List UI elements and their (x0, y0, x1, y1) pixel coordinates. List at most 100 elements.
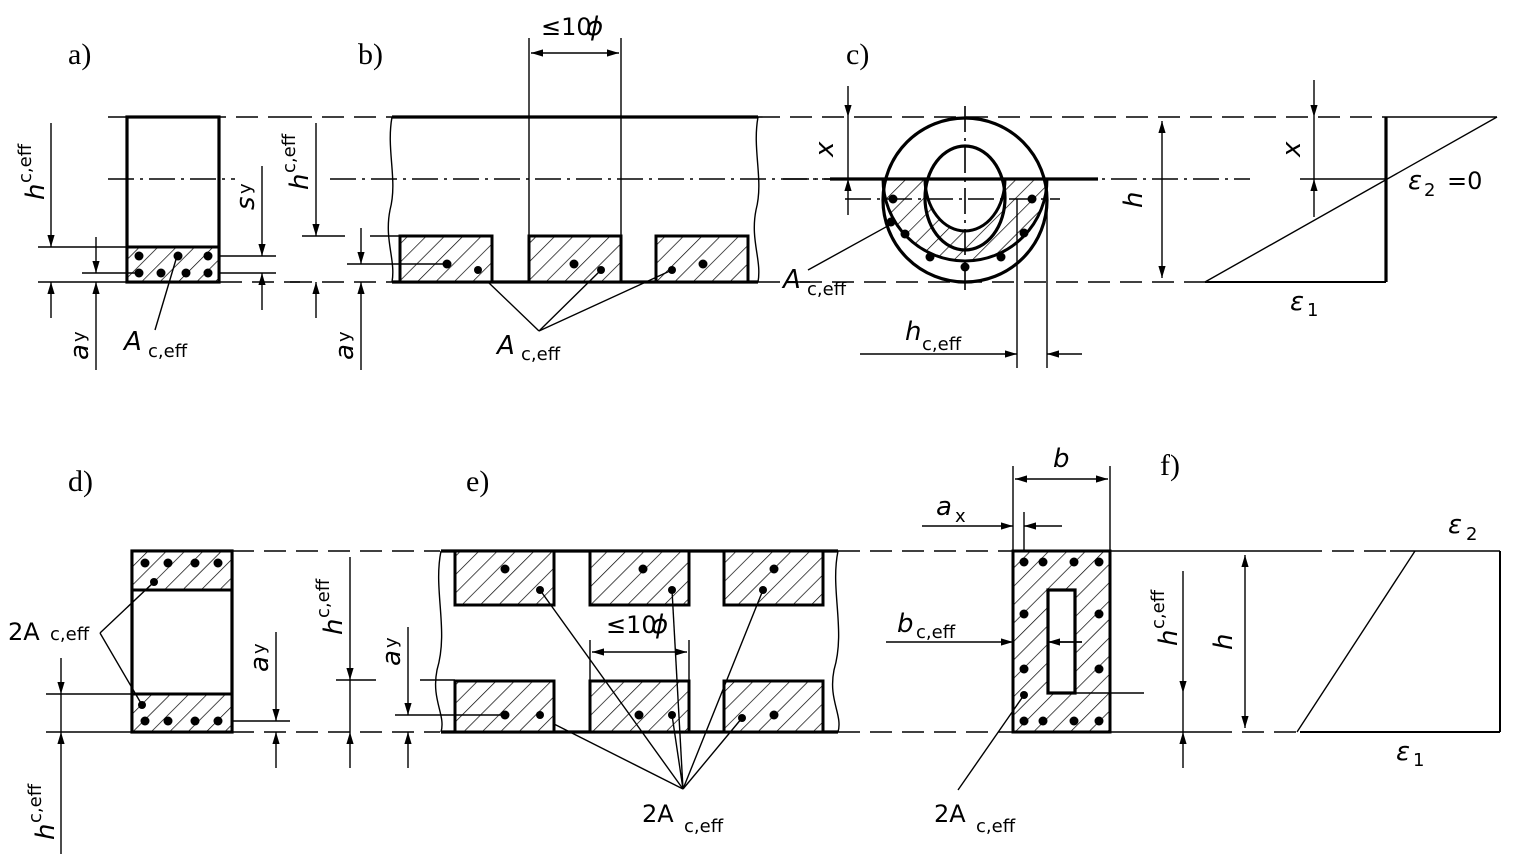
svg-text:y: y (334, 331, 355, 342)
svg-text:a: a (377, 650, 407, 666)
svg-text:ε: ε (1448, 510, 1462, 540)
rebar-dots (442, 259, 708, 274)
svg-text:2A: 2A (934, 800, 966, 828)
rebar-dots (138, 558, 223, 726)
svg-text:h: h (319, 619, 349, 635)
break-line-right (831, 550, 840, 733)
svg-text:≤10: ≤10 (541, 13, 592, 41)
svg-text:ε: ε (1290, 287, 1304, 317)
break-line-right (753, 116, 760, 283)
label-aceff-c: A c,eff (781, 265, 847, 300)
label-hceff-a: h c,eff (15, 143, 51, 200)
svg-text:=0: =0 (1447, 167, 1482, 195)
strain-line (1204, 116, 1498, 283)
rebar-dots (886, 194, 1037, 272)
svg-text:h: h (31, 824, 61, 840)
rebar-dots (1019, 557, 1104, 726)
svg-text:b: b (897, 609, 914, 639)
svg-text:y: y (69, 331, 90, 342)
svg-text:2A: 2A (8, 618, 40, 646)
label-epsilon2-zero: ε 2 =0 (1408, 166, 1482, 201)
label-hceff-c: h c,eff (905, 317, 962, 355)
svg-text:a: a (936, 492, 952, 522)
panel-a: a) h c,eff a y s y (15, 38, 300, 370)
svg-text:h: h (905, 317, 921, 347)
label-ay-e: a y (377, 637, 407, 666)
svg-text:c,eff: c,eff (807, 279, 847, 300)
label-hceff-d: h c,eff (25, 783, 61, 840)
label-h-f: h (1209, 634, 1239, 650)
svg-text:A: A (495, 331, 515, 361)
label-x-strain: x (1277, 141, 1307, 158)
label-hceff-f: h c,eff (1148, 589, 1184, 646)
svg-text:y: y (381, 637, 402, 648)
svg-text:1: 1 (1413, 750, 1424, 771)
svg-text:ϕ: ϕ (651, 610, 668, 640)
leader-lines (539, 589, 764, 790)
svg-text:ϕ: ϕ (586, 12, 603, 42)
label-x-c: x (810, 141, 840, 158)
svg-text:c,eff: c,eff (1148, 589, 1169, 629)
svg-text:c,eff: c,eff (15, 143, 36, 183)
label-ay-a: a y (65, 331, 95, 360)
label-ax: a x (936, 492, 966, 527)
panel-b: b) ≤10 ϕ h c,eff (279, 12, 870, 370)
svg-text:ε: ε (1396, 737, 1410, 767)
svg-text:h: h (21, 184, 51, 200)
svg-text:2: 2 (1466, 524, 1477, 545)
svg-text:c,eff: c,eff (916, 622, 956, 643)
svg-text:a: a (245, 656, 275, 672)
svg-text:c,eff: c,eff (148, 341, 188, 362)
label-2aceff-e: 2A c,eff (642, 800, 724, 837)
panel-label-a: a) (68, 38, 91, 71)
svg-text:c,eff: c,eff (50, 624, 90, 645)
svg-text:ε: ε (1408, 166, 1422, 196)
svg-text:c,eff: c,eff (313, 578, 334, 618)
svg-text:c,eff: c,eff (976, 816, 1016, 837)
label-spacing-e: ≤10 ϕ (606, 610, 668, 640)
label-aceff-a: A c,eff (122, 327, 188, 362)
panel-e: e) ≤10 ϕ (313, 465, 1012, 837)
panel-c: c) x h A c,eff (781, 38, 1498, 368)
svg-text:h: h (1154, 630, 1184, 646)
strain-line (1296, 550, 1416, 733)
svg-text:a: a (65, 344, 95, 360)
break-line-left (387, 116, 394, 283)
svg-text:h: h (285, 174, 315, 190)
panel-label-c: c) (846, 38, 869, 71)
svg-text:s: s (231, 196, 261, 210)
svg-text:c,eff: c,eff (279, 133, 300, 173)
effective-area-hatch (125, 245, 221, 284)
svg-text:2: 2 (1424, 180, 1435, 201)
label-ay-d: a y (245, 643, 275, 672)
label-2aceff-f: 2A c,eff (934, 800, 1016, 837)
label-aceff-b: A c,eff (495, 331, 561, 365)
svg-text:c,eff: c,eff (521, 344, 561, 365)
label-2aceff-d: 2A c,eff (8, 618, 90, 646)
label-sy: s y (231, 183, 261, 210)
panel-d: d) 2A c,eff h c,eff a y (8, 465, 440, 854)
svg-text:x: x (955, 506, 966, 527)
panel-label-d: d) (68, 465, 93, 498)
label-epsilon1-f: ε 1 (1396, 737, 1424, 771)
label-ay-b: a y (330, 331, 360, 360)
svg-text:c,eff: c,eff (25, 783, 46, 823)
panel-label-b: b) (358, 38, 383, 71)
svg-text:2A: 2A (642, 800, 674, 828)
label-epsilon1-c: ε 1 (1290, 287, 1318, 321)
svg-text:c,eff: c,eff (684, 816, 724, 837)
svg-text:1: 1 (1307, 300, 1318, 321)
svg-text:a: a (330, 344, 360, 360)
label-bceff: b c,eff (897, 609, 956, 643)
svg-text:y: y (249, 643, 270, 654)
svg-text:y: y (235, 183, 256, 194)
panel-label-f: f) (1160, 449, 1180, 482)
label-epsilon2-f: ε 2 (1448, 510, 1477, 545)
svg-text:A: A (781, 265, 801, 295)
svg-text:≤10: ≤10 (606, 611, 657, 639)
top-effective-area (130, 549, 234, 592)
svg-text:c,eff: c,eff (922, 334, 962, 355)
svg-text:A: A (122, 327, 142, 357)
label-hceff-b: h c,eff (279, 133, 315, 190)
